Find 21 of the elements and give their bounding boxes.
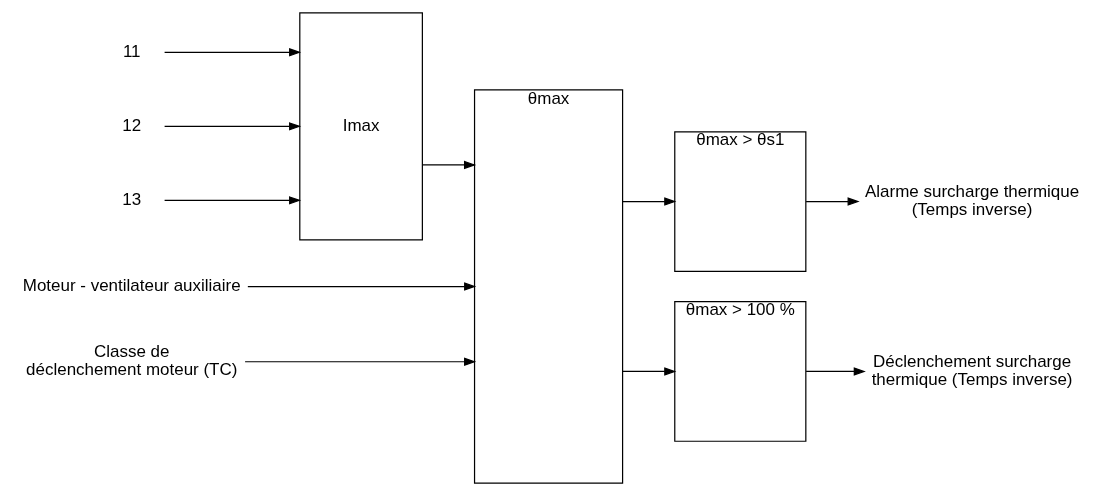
node-box: Imax (298, 12, 423, 241)
node-text: 12 (121, 115, 141, 135)
arrow (621, 197, 676, 206)
node-box: θmax (473, 89, 623, 484)
node-text: 11 (122, 41, 141, 61)
node-text: Déclenchement surcharge thermique (Temps inverse) (871, 351, 1073, 390)
arrow (163, 196, 301, 205)
node-text: Alarme surcharge thermique (Temps inverse) (864, 181, 1079, 220)
arrow (163, 48, 301, 57)
arrow (246, 282, 476, 291)
arrow (244, 357, 476, 366)
arrow (163, 122, 301, 131)
node-text: Moteur - ventilateur auxiliaire (22, 276, 241, 296)
node-text: 13 (121, 189, 141, 209)
arrow (805, 197, 860, 206)
node-box: θmax > θs1 (673, 131, 806, 272)
arrow (621, 367, 676, 376)
arrow (805, 367, 866, 376)
node-text: Classe de déclenchement moteur (TC) (25, 342, 237, 380)
node-box: θmax > 100 % (673, 301, 806, 442)
arrow (421, 160, 476, 170)
